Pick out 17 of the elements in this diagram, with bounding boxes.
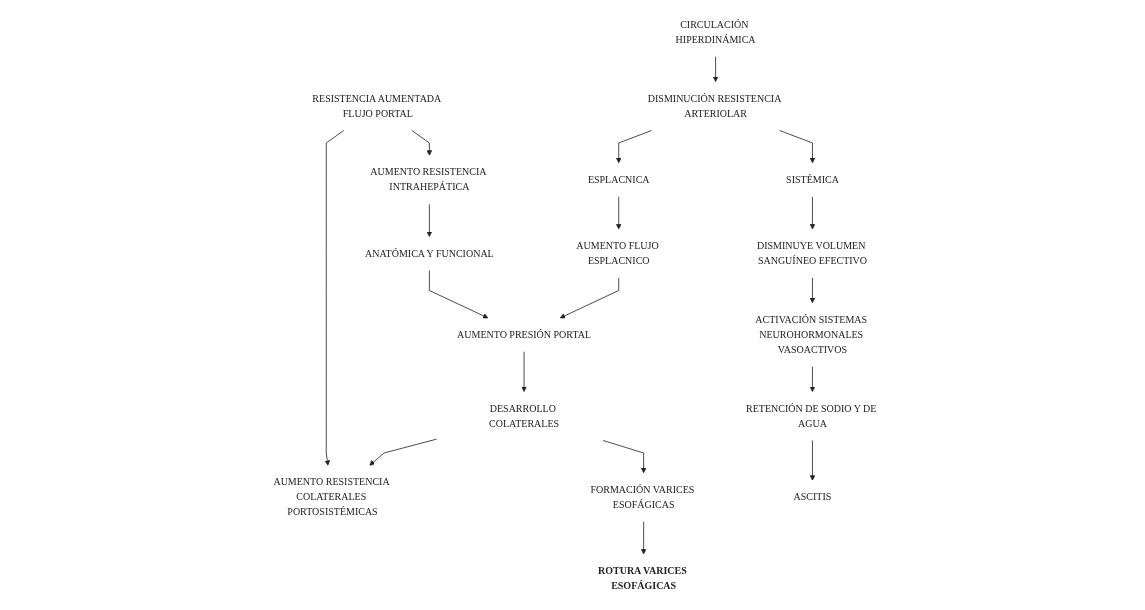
node-text: SISTÉMICA xyxy=(786,173,839,185)
node-text: CIRCULACIÓN HIPERDINÁMICA xyxy=(675,18,756,45)
node-text: AUMENTO PRESIÓN PORTAL xyxy=(457,328,592,340)
node-text: DISMINUCIÓN RESISTENCIA ARTERIOLAR xyxy=(647,92,781,119)
node-text: DISMINUYE VOLUMEN SANGUÍNEO EFECTIVO xyxy=(757,239,868,266)
node-text: ROTURA VARICES ESOFÁGICAS xyxy=(598,564,687,591)
node-text: ANATÓMICA Y FUNCIONAL xyxy=(365,247,494,259)
node-text: ACTIVACIÓN SISTEMAS NEUROHORMONALES VASOACTIVOS xyxy=(755,313,868,355)
node-text: AUMENTO RESISTENCIA INTRAHEPÁTICA xyxy=(370,166,486,192)
node-text: DESARROLLO COLATERALES xyxy=(489,402,560,429)
node-text: ASCITIS xyxy=(793,491,832,502)
node-text: AUMENTO RESISTENCIA COLATERALES PORTOSISTÉMICAS xyxy=(273,476,390,517)
node-text: RETENCIÓN DE SODIO Y DE AGUA xyxy=(746,402,877,429)
node-text: ESPLACNICA xyxy=(587,173,650,185)
node-text: RESISTENCIA AUMENTADA FLUJO PORTAL xyxy=(312,92,441,119)
node-text: AUMENTO FLUJO ESPLACNICO xyxy=(576,239,659,266)
node-text: FORMACIÓN VARICES ESOFÁGICAS xyxy=(590,483,695,510)
